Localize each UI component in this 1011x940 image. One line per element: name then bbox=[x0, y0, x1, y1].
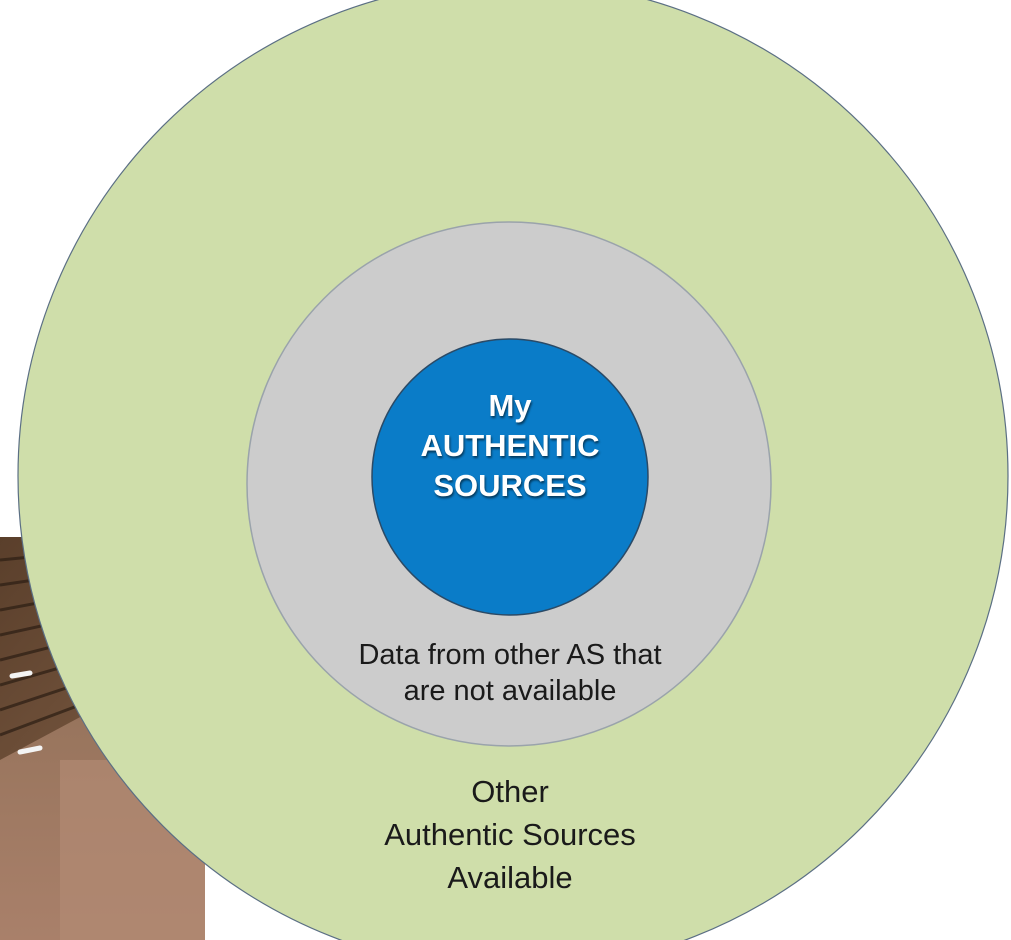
middle-circle-label: Data from other AS that are not availabl… bbox=[270, 637, 750, 709]
middle-label-line: are not available bbox=[403, 675, 617, 707]
inner-label-line: SOURCES bbox=[433, 468, 587, 503]
inner-label-line: My bbox=[488, 388, 532, 423]
middle-label-line: Data from other AS that bbox=[358, 639, 662, 671]
outer-circle-label: Other Authentic Sources Available bbox=[300, 770, 720, 899]
inner-circle-label: My AUTHENTIC SOURCES bbox=[372, 386, 648, 506]
inner-label-line: AUTHENTIC bbox=[420, 428, 600, 463]
outer-label-line: Authentic Sources bbox=[384, 817, 636, 852]
inner-circle bbox=[371, 338, 649, 616]
outer-label-line: Other bbox=[471, 774, 549, 809]
outer-label-line: Available bbox=[447, 860, 573, 895]
